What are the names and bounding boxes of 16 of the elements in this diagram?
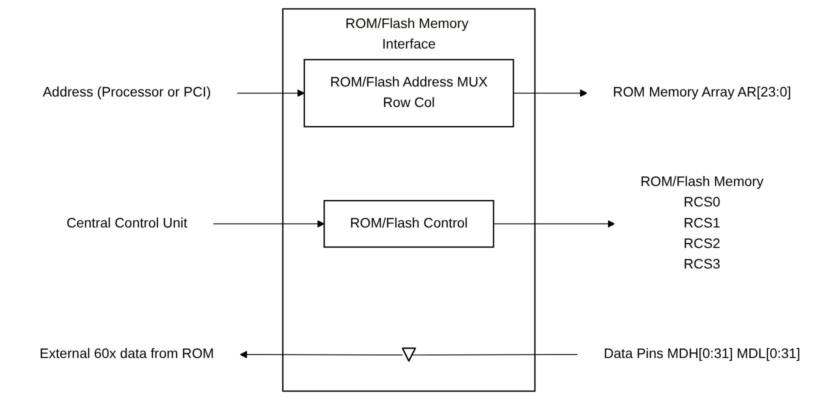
- arrow: [493, 220, 616, 228]
- block-diagram: ROM/Flash Memory Interface ROM/Flash Address MUX Row Col ROM/Flash Control Address (Processor or PCI) ROM Memory Array AR[23:0] Central Control Unit ROM/Flash Memory RCS0 RCS1 RCS2 RCS3 External 60x data from ROM Data Pins MDH[0:31] MDL[0:31]: [7, 2, 833, 398]
- node-box: [324, 200, 494, 248]
- arrow: [236, 89, 305, 97]
- node-text: ROM/Flash Memory RCS0 RCS1 RCS2 RCS3: [640, 174, 764, 272]
- node-text: Data Pins MDH[0:31] MDL[0:31]: [604, 346, 800, 362]
- node-text: External 60x data from ROM: [40, 346, 214, 362]
- node-text: ROM Memory Array AR[23:0]: [612, 85, 792, 100]
- node-box: [304, 58, 514, 128]
- node-text: Central Control Unit: [66, 216, 188, 231]
- cluster: [282, 8, 536, 392]
- node-text: Address (Processor or PCI): [42, 85, 211, 100]
- arrow: [212, 220, 325, 228]
- arrow: [240, 350, 404, 358]
- arrow: [513, 89, 588, 97]
- connector: [412, 354, 578, 356]
